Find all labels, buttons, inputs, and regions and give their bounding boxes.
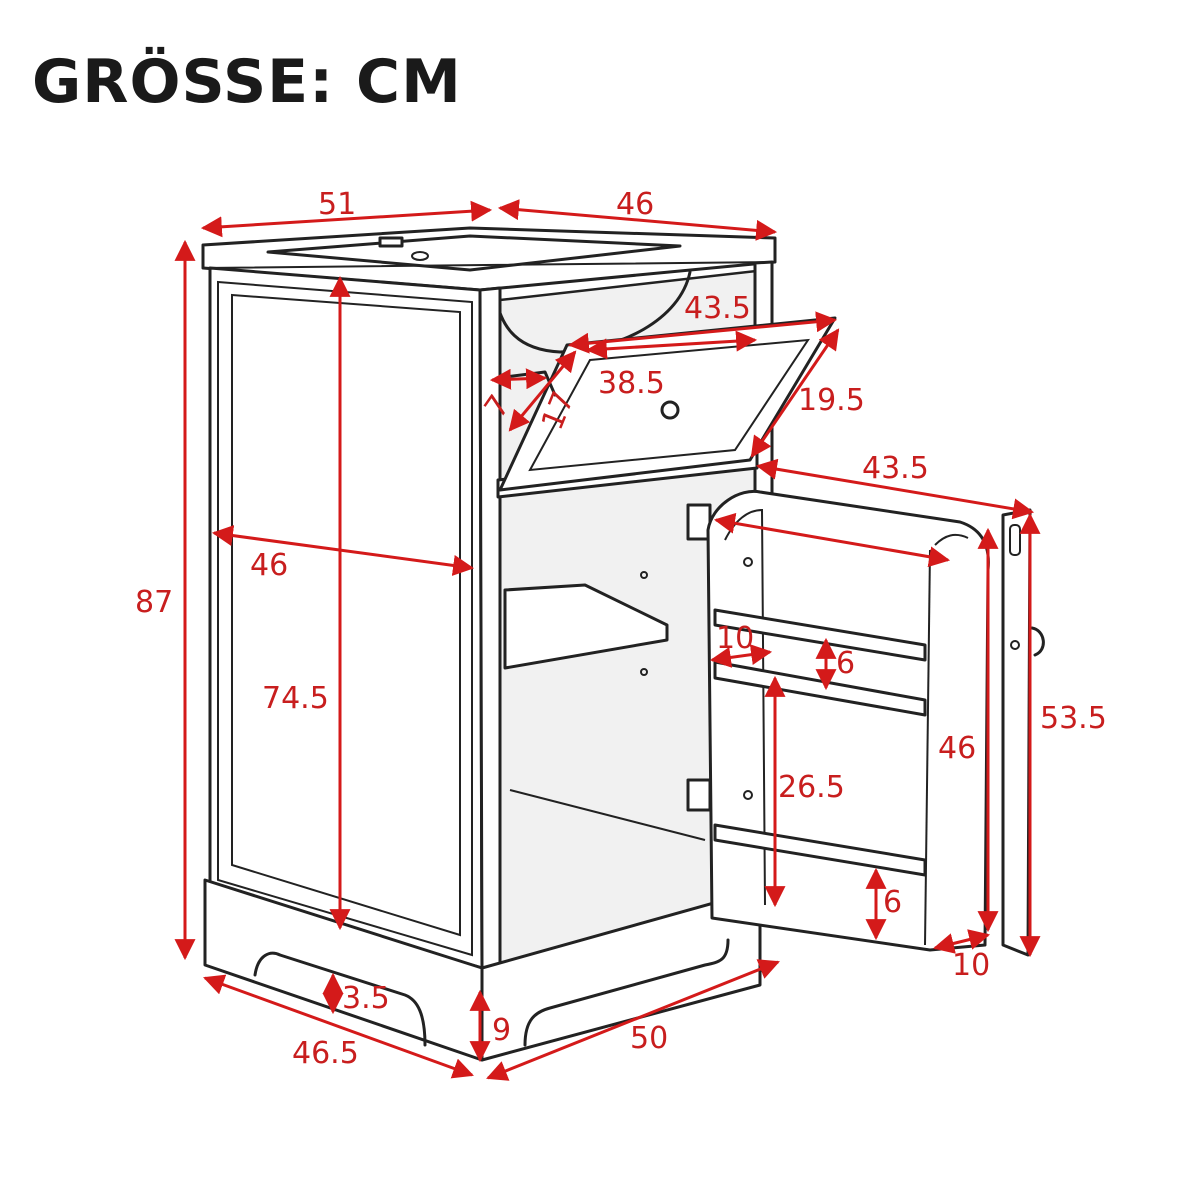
label-drawer-width-outer: 43.5 bbox=[684, 291, 751, 326]
dim-line-drawer-height bbox=[750, 328, 840, 458]
label-drawer-height: 19.5 bbox=[798, 383, 865, 418]
label-door-rail-span: 26.5 bbox=[778, 770, 845, 805]
dim-line-base-width bbox=[486, 959, 780, 1081]
shelf-edge bbox=[504, 639, 668, 669]
door-handle-icon bbox=[1030, 626, 1045, 657]
label-door-height: 46 bbox=[938, 731, 976, 766]
label-top-depth: 46 bbox=[616, 187, 654, 222]
shelf-pin-icon bbox=[640, 571, 648, 579]
label-side-panel-height: 74.5 bbox=[262, 681, 329, 716]
cabinet-side bbox=[208, 266, 484, 970]
shelf-pin-icon-2 bbox=[640, 668, 648, 676]
dim-line-base-depth bbox=[203, 974, 474, 1079]
dim-line-drawer-depth bbox=[508, 350, 577, 432]
side-frame bbox=[217, 280, 473, 957]
label-height-total: 87 bbox=[135, 585, 173, 620]
drain-icon bbox=[411, 251, 429, 261]
label-top-width: 51 bbox=[318, 187, 356, 222]
cabinet-illustration bbox=[201, 226, 1045, 1062]
faucet-hole-icon bbox=[378, 236, 404, 248]
edge-screw-icon bbox=[1010, 640, 1020, 650]
label-door-height-total: 53.5 bbox=[1040, 701, 1107, 736]
dim-line-rail-depth bbox=[709, 644, 773, 668]
label-rail-gap-bottom: 6 bbox=[883, 885, 902, 920]
side-panel bbox=[231, 293, 461, 937]
dimension-lines bbox=[174, 199, 1041, 1081]
hinge-bottom-icon bbox=[686, 778, 712, 812]
dim-line-top-depth bbox=[497, 199, 778, 241]
door-screw-icon-2 bbox=[743, 790, 753, 800]
dimension-labels: 51 46 87 46 74.5 43.5 38.5 19.5 17 7 43.… bbox=[135, 187, 1107, 1071]
interior-shelf bbox=[503, 583, 669, 670]
dim-line-door-inner bbox=[713, 512, 951, 568]
dim-line-drawer-inner bbox=[585, 330, 758, 360]
label-side-depth: 46 bbox=[250, 548, 288, 583]
label-rail-gap-top: 6 bbox=[836, 646, 855, 681]
page-title: GRÖSSE: CM bbox=[32, 47, 462, 117]
dim-line-door-thickness bbox=[932, 929, 991, 954]
label-drawer-width-inner: 38.5 bbox=[598, 366, 665, 401]
door-rail-upper bbox=[713, 608, 927, 662]
door-stile bbox=[924, 549, 931, 946]
label-base-width: 50 bbox=[630, 1021, 668, 1056]
dim-line-drawer-side bbox=[489, 368, 548, 390]
interior-bottom-line bbox=[509, 789, 706, 841]
door-edge bbox=[1001, 508, 1032, 957]
label-door-rail-depth: 10 bbox=[716, 621, 754, 656]
label-base-depth: 46.5 bbox=[292, 1036, 359, 1071]
label-base-height: 9 bbox=[492, 1013, 511, 1048]
dim-line-door-width bbox=[755, 458, 1035, 520]
label-base-cutout: 3.5 bbox=[342, 981, 390, 1016]
label-door-width: 43.5 bbox=[862, 451, 929, 486]
drawer-knob-icon bbox=[660, 400, 680, 420]
dim-line-top-width bbox=[200, 200, 493, 238]
label-door-thickness: 10 bbox=[952, 948, 990, 983]
